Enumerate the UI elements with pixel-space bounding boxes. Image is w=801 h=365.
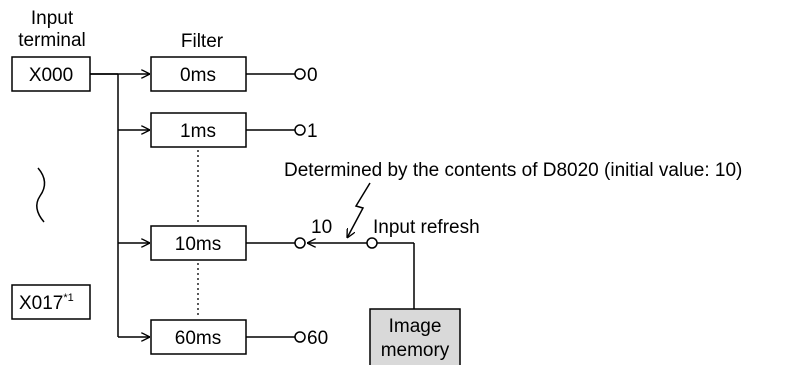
image-memory-box [369,308,461,365]
switch-pivot-terminal [366,237,378,249]
output-label-10: 10 [311,217,332,238]
filter-label-0ms: 0ms [180,65,216,86]
selector-zigzag-arrow [347,182,371,238]
output-label-1: 1 [307,121,318,142]
input-label-x000: X000 [29,65,73,86]
input-refresh-label: Input refresh [373,217,480,238]
output-terminal-10 [294,237,306,249]
input-terminal-label-line1: Input [31,8,74,29]
filter-label-10ms: 10ms [175,234,221,255]
input-terminal-label-line2: terminal [18,30,86,51]
filter-box-60ms [150,319,247,355]
image-memory-label-line2: memory [381,340,450,361]
input-box-x017 [11,284,91,320]
footnote-marker: *1 [63,292,73,304]
ellipsis-brace [36,167,46,223]
output-terminal-60 [294,331,306,343]
filter-label-1ms: 1ms [180,121,216,142]
input-box-x000 [11,56,91,92]
image-memory-label-line1: Image [389,316,442,337]
output-terminal-1 [294,124,306,136]
filter-label-60ms: 60ms [175,328,221,349]
output-label-0: 0 [307,65,318,86]
output-label-60: 60 [307,328,328,349]
filter-label: Filter [181,31,224,52]
output-terminal-0 [294,68,306,80]
input-label-x017: X017*1 [19,292,74,314]
selector-note: Determined by the contents of D8020 (ini… [284,160,742,181]
